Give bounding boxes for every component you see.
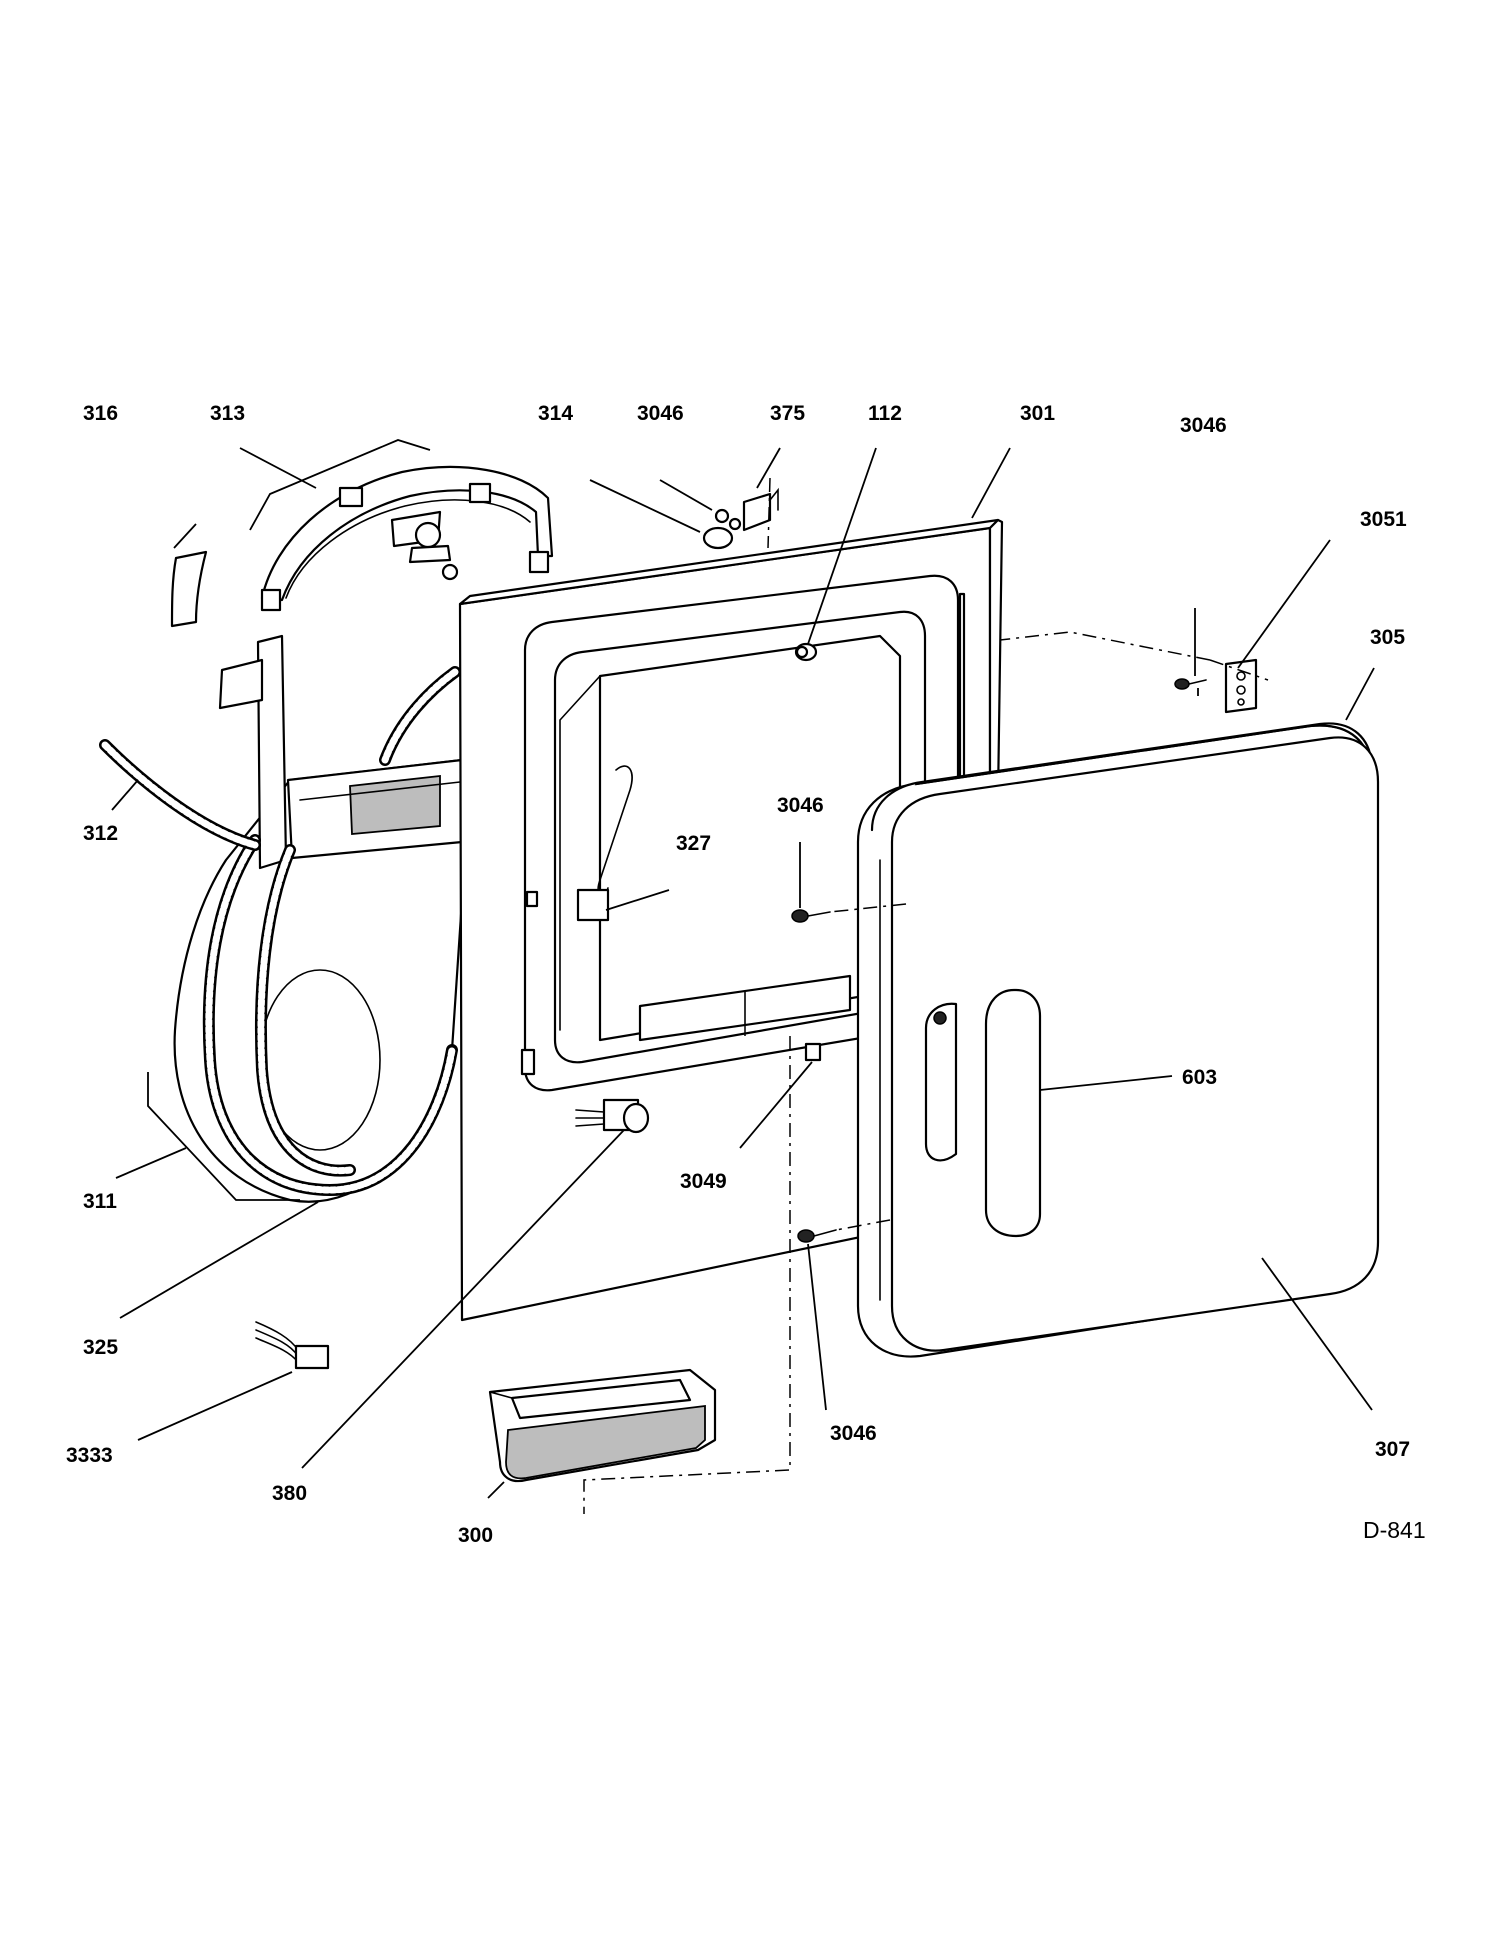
plug-button-part [794,642,818,662]
callout-3046-mid: 3046 [777,794,824,817]
felt-strip-part [170,550,208,628]
diagram-code: D-841 [1363,1517,1426,1543]
screw-part-bottom [797,1229,837,1243]
assembly-guide-lines [583,477,791,1514]
door-assembly-part [829,631,1380,1358]
screw-part-right [1174,678,1207,690]
callout-375: 375 [770,402,805,425]
callout-labels: 316 313 314 3046 375 112 301 3046 3051 3… [66,402,1426,1547]
bracket-lines [147,439,431,1201]
front-duct-assembly [99,634,464,1203]
callout-112: 112 [868,402,902,425]
callout-316: 316 [83,402,118,425]
callout-3049: 3049 [680,1170,727,1193]
callout-3051: 3051 [1360,508,1407,531]
lint-filter-part [488,1368,717,1483]
upper-bulkhead-part [260,465,554,612]
callout-3333: 3333 [66,1444,113,1467]
callout-307: 307 [1375,1438,1410,1461]
callout-314: 314 [538,402,573,425]
callout-312: 312 [83,822,118,845]
clip-part [804,1042,822,1062]
callout-325: 325 [83,1336,118,1359]
callout-3046-bottom: 3046 [830,1422,877,1445]
callout-301: 301 [1020,402,1055,425]
callout-3046-top: 3046 [637,402,684,425]
callout-603: 603 [1182,1066,1217,1089]
wire-harness-connector-part [255,1321,330,1370]
callout-305: 305 [1370,626,1405,649]
callout-311: 311 [83,1190,117,1213]
switch-knob-part [575,1098,650,1134]
callout-3046-right: 3046 [1180,414,1227,437]
callout-327: 327 [676,832,711,855]
door-switch-part [702,487,779,550]
leader-lines [111,447,1375,1499]
callout-380: 380 [272,1482,307,1505]
screw-part-mid [791,909,831,923]
callout-300: 300 [458,1524,493,1547]
callout-313: 313 [210,402,245,425]
